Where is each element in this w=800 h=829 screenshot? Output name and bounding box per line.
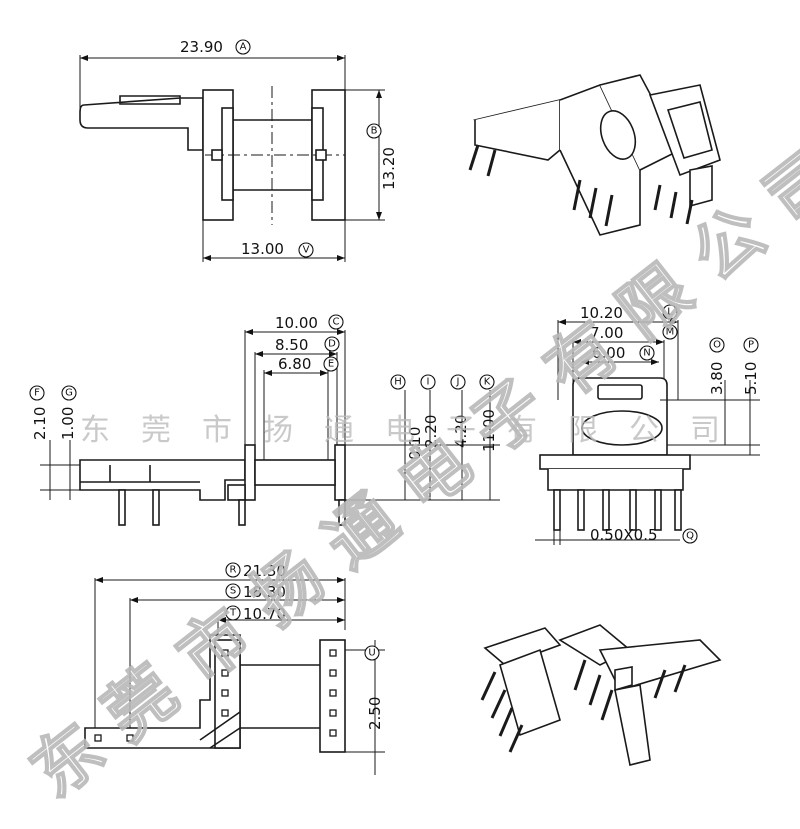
svg-text:V: V bbox=[303, 245, 310, 256]
dim-j-code: J bbox=[450, 374, 466, 390]
svg-text:C: C bbox=[333, 317, 340, 328]
svg-text:J: J bbox=[456, 377, 460, 388]
dim-i-value: 2.20 bbox=[422, 415, 440, 448]
dim-v-value: 13.00 bbox=[241, 240, 284, 258]
dim-f-value: 2.10 bbox=[31, 407, 49, 440]
dim-e-code: E bbox=[323, 356, 339, 372]
dim-a-value: 23.90 bbox=[180, 38, 223, 56]
dim-c-code: C bbox=[328, 314, 344, 330]
dim-n-code: N bbox=[639, 345, 655, 361]
dim-f-code: F bbox=[29, 385, 45, 401]
dim-r-value: 21.30 bbox=[243, 562, 286, 580]
dim-g-value: 1.00 bbox=[59, 407, 77, 440]
svg-text:A: A bbox=[240, 42, 247, 53]
dim-k-value: 11.00 bbox=[480, 409, 498, 452]
isometric-view-bottom bbox=[480, 624, 722, 766]
svg-text:D: D bbox=[328, 339, 336, 350]
dim-p-value: 5.10 bbox=[742, 362, 760, 395]
svg-text:I: I bbox=[427, 377, 430, 388]
side-view: 10.20 L 7.00 M 6.00 N bbox=[535, 304, 760, 545]
dim-s-value: 18.30 bbox=[243, 583, 286, 601]
dim-h-code: H bbox=[390, 374, 406, 390]
dim-u-value: 2.50 bbox=[366, 697, 384, 730]
svg-text:G: G bbox=[65, 388, 73, 399]
svg-text:U: U bbox=[368, 648, 375, 659]
dim-m-code: M bbox=[662, 324, 678, 340]
dim-a-code: A bbox=[235, 39, 251, 55]
svg-text:P: P bbox=[748, 340, 754, 351]
dim-d-value: 8.50 bbox=[275, 336, 308, 354]
svg-text:L: L bbox=[667, 307, 673, 318]
dim-o-code: O bbox=[709, 337, 725, 353]
svg-text:M: M bbox=[666, 327, 675, 338]
svg-text:R: R bbox=[230, 565, 237, 576]
dim-b-value: 13.20 bbox=[380, 147, 398, 190]
svg-text:S: S bbox=[230, 586, 236, 597]
dim-t-value: 10.70 bbox=[243, 605, 286, 623]
dim-l-value: 10.20 bbox=[580, 304, 623, 322]
svg-text:T: T bbox=[229, 608, 237, 619]
dim-m-value: 7.00 bbox=[590, 324, 623, 342]
top-view: 23.90 A 13.20 B bbox=[79, 38, 398, 262]
dim-o-value: 3.80 bbox=[708, 362, 726, 395]
svg-text:E: E bbox=[328, 359, 334, 370]
dim-r-code: R bbox=[225, 562, 241, 578]
svg-text:F: F bbox=[34, 388, 40, 399]
dim-g-code: G bbox=[61, 385, 77, 401]
bottom-view: R 21.30 S 18.30 T 10.70 bbox=[84, 562, 385, 775]
isometric-view-top bbox=[468, 74, 721, 236]
dim-b-code: B bbox=[366, 123, 382, 139]
dim-d-code: D bbox=[324, 336, 340, 352]
dim-q-code: Q bbox=[682, 528, 698, 544]
svg-text:H: H bbox=[394, 377, 402, 388]
dim-j-value: 4.20 bbox=[452, 415, 470, 448]
dim-e-value: 6.80 bbox=[278, 355, 311, 373]
svg-text:Q: Q bbox=[686, 531, 694, 542]
front-view: 10.00 C 8.50 D 6.80 E bbox=[29, 314, 500, 526]
svg-text:O: O bbox=[713, 340, 721, 351]
dim-v-code: V bbox=[298, 242, 314, 258]
svg-text:B: B bbox=[371, 126, 378, 137]
dim-l-code: L bbox=[662, 304, 678, 320]
dim-u-code: U bbox=[364, 645, 380, 661]
dim-q-value: 0.50X0.5 bbox=[590, 526, 658, 544]
dim-i-code: I bbox=[420, 374, 436, 390]
svg-text:N: N bbox=[643, 348, 650, 359]
dim-p-code: P bbox=[743, 337, 759, 353]
svg-text:K: K bbox=[484, 377, 491, 388]
dim-k-code: K bbox=[479, 374, 495, 390]
dim-s-code: S bbox=[225, 583, 241, 599]
dim-t-code: T bbox=[225, 605, 241, 621]
dim-n-value: 6.00 bbox=[592, 344, 625, 362]
dim-c-value: 10.00 bbox=[275, 314, 318, 332]
dim-h-value: 0.10 bbox=[406, 427, 424, 460]
